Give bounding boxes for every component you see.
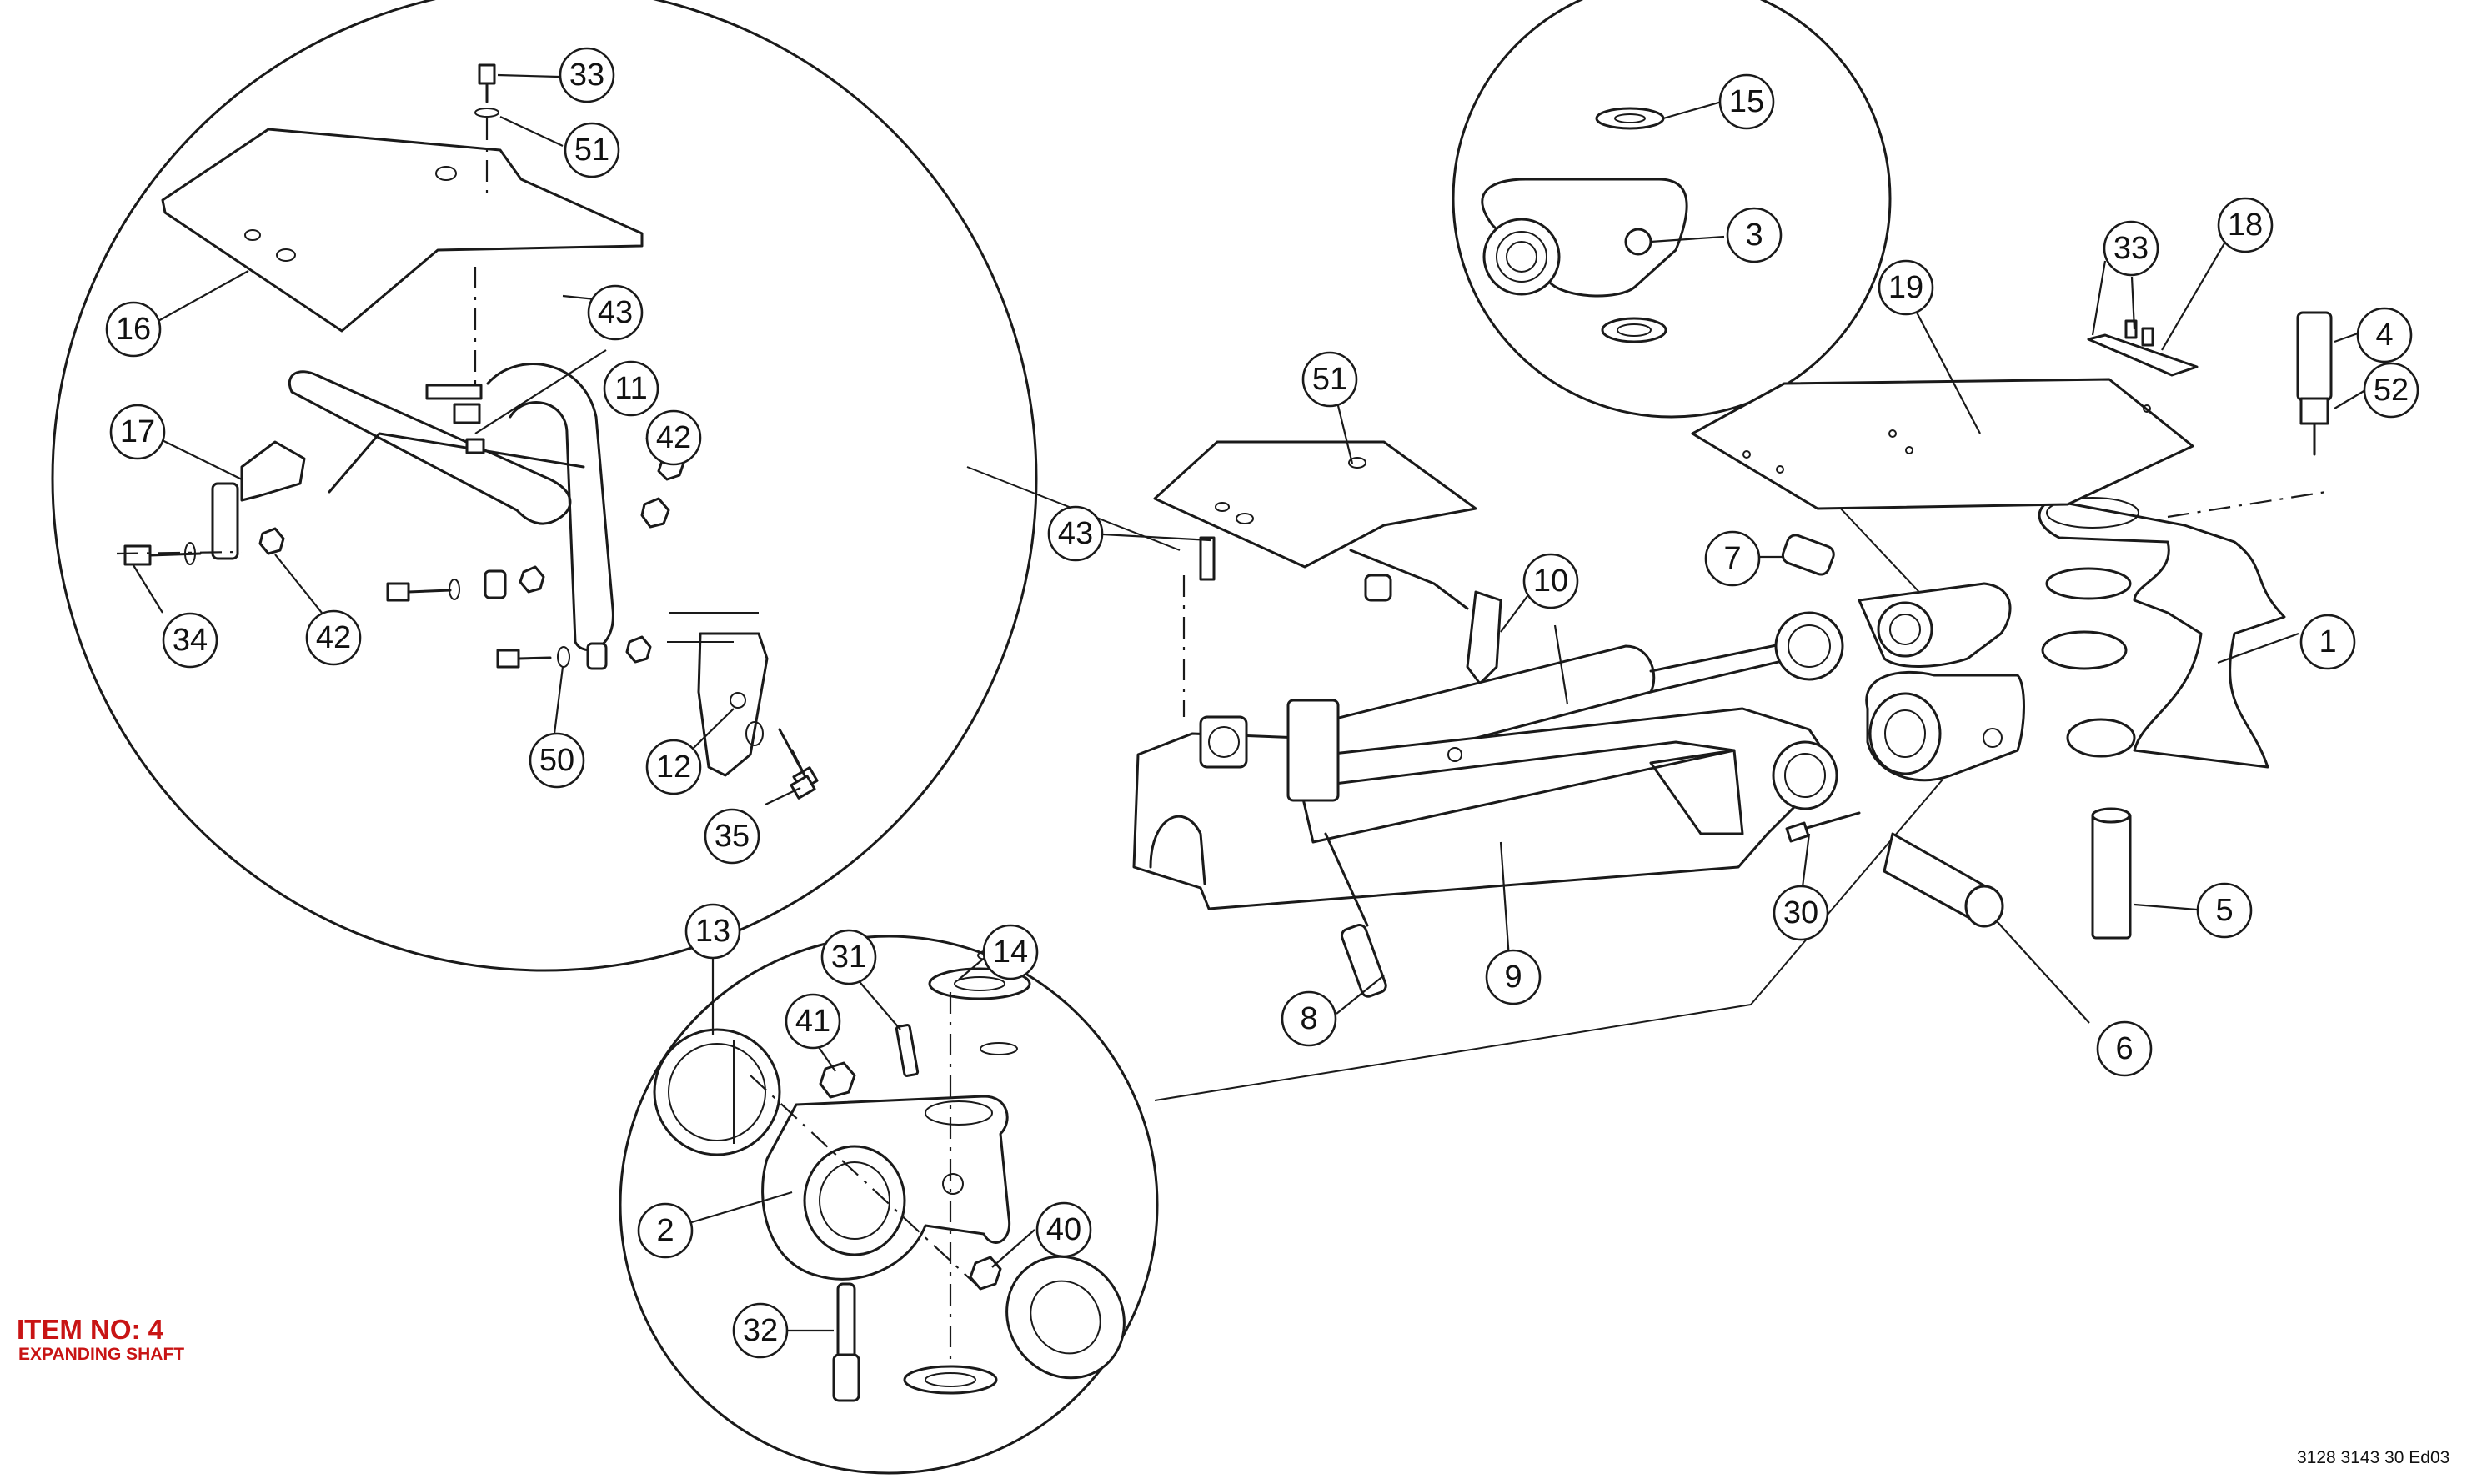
svg-text:33: 33: [569, 58, 604, 93]
svg-text:16: 16: [116, 312, 151, 347]
balloon-3: 3: [1726, 207, 1783, 263]
balloon-51-main: 51: [1301, 351, 1358, 408]
balloon-33-top-left: 33: [559, 47, 615, 103]
balloon-52: 52: [2363, 362, 2419, 419]
svg-text:3: 3: [1745, 218, 1763, 253]
balloon-5: 5: [2196, 882, 2253, 939]
balloon-2: 2: [637, 1202, 694, 1259]
svg-text:5: 5: [2215, 893, 2233, 928]
svg-text:7: 7: [1723, 541, 1741, 576]
item-description: EXPANDING SHAFT: [18, 1345, 185, 1364]
svg-text:6: 6: [2115, 1031, 2133, 1066]
svg-text:40: 40: [1046, 1212, 1081, 1247]
balloon-43-main: 43: [1047, 505, 1104, 562]
svg-text:52: 52: [2374, 373, 2409, 408]
balloon-15: 15: [1718, 73, 1775, 130]
svg-text:32: 32: [743, 1313, 778, 1348]
balloon-1: 1: [2299, 614, 2356, 670]
detail-top-left-parts: [116, 63, 819, 800]
balloon-7: 7: [1704, 530, 1761, 587]
balloon-33-top-right: 33: [2103, 220, 2159, 277]
balloon-34: 34: [162, 612, 218, 669]
balloon-42-upper: 42: [645, 409, 702, 466]
svg-text:51: 51: [1312, 362, 1347, 397]
balloon-32: 32: [732, 1302, 789, 1359]
svg-text:15: 15: [1729, 84, 1764, 119]
svg-text:17: 17: [120, 414, 155, 449]
balloon-35: 35: [704, 808, 760, 865]
svg-text:1: 1: [2319, 624, 2336, 659]
main-assembly: [1132, 311, 2333, 998]
balloon-43-detail: 43: [587, 284, 644, 341]
svg-text:13: 13: [695, 914, 730, 949]
balloon-42-lower: 42: [305, 609, 362, 666]
svg-text:31: 31: [831, 940, 866, 975]
svg-text:43: 43: [598, 295, 633, 330]
balloon-50: 50: [529, 732, 585, 789]
svg-text:8: 8: [1300, 1001, 1317, 1036]
balloon-8: 8: [1281, 990, 1337, 1047]
svg-text:12: 12: [656, 750, 691, 785]
balloon-14: 14: [982, 924, 1039, 980]
svg-text:19: 19: [1888, 270, 1923, 305]
svg-text:14: 14: [993, 935, 1028, 970]
svg-text:50: 50: [539, 743, 574, 778]
detail-circle-top-right: [1452, 0, 1892, 419]
svg-text:2: 2: [656, 1213, 674, 1248]
item-number-title: ITEM NO: 4: [17, 1314, 164, 1345]
balloon-17: 17: [109, 404, 166, 460]
balloon-41: 41: [785, 993, 841, 1050]
balloon-6: 6: [2096, 1020, 2153, 1077]
detail-top-right-parts: [1481, 107, 1688, 343]
svg-text:41: 41: [795, 1004, 830, 1039]
balloon-16: 16: [105, 301, 162, 358]
balloon-12: 12: [645, 739, 702, 795]
svg-text:51: 51: [574, 133, 609, 168]
balloon-30: 30: [1773, 885, 1829, 941]
svg-text:34: 34: [173, 623, 208, 658]
svg-text:33: 33: [2113, 231, 2149, 266]
svg-text:42: 42: [656, 420, 691, 455]
balloon-51-detail: 51: [564, 122, 620, 178]
svg-text:18: 18: [2228, 208, 2263, 243]
balloon-4: 4: [2356, 307, 2413, 363]
document-reference: 3128 3143 30 Ed03: [2297, 1448, 2450, 1467]
detail-circle-bottom: [619, 935, 1159, 1475]
balloon-13: 13: [684, 903, 741, 960]
svg-text:10: 10: [1533, 564, 1568, 599]
balloon-11: 11: [603, 360, 659, 417]
svg-text:35: 35: [715, 819, 750, 854]
balloon-19: 19: [1878, 259, 1934, 316]
detail-bottom-parts: [653, 949, 1126, 1402]
balloon-18: 18: [2217, 197, 2274, 253]
balloon-40: 40: [1035, 1201, 1092, 1258]
balloon-10: 10: [1522, 553, 1579, 609]
balloon-31: 31: [820, 929, 877, 985]
svg-text:30: 30: [1783, 895, 1818, 930]
svg-text:43: 43: [1058, 516, 1093, 551]
balloon-9: 9: [1485, 949, 1542, 1005]
svg-text:4: 4: [2375, 318, 2393, 353]
leader-lines: [133, 73, 2366, 1332]
svg-text:42: 42: [316, 620, 351, 655]
svg-text:11: 11: [614, 371, 647, 406]
svg-text:9: 9: [1504, 960, 1522, 995]
detail-circle-top-left: [51, 0, 1038, 972]
